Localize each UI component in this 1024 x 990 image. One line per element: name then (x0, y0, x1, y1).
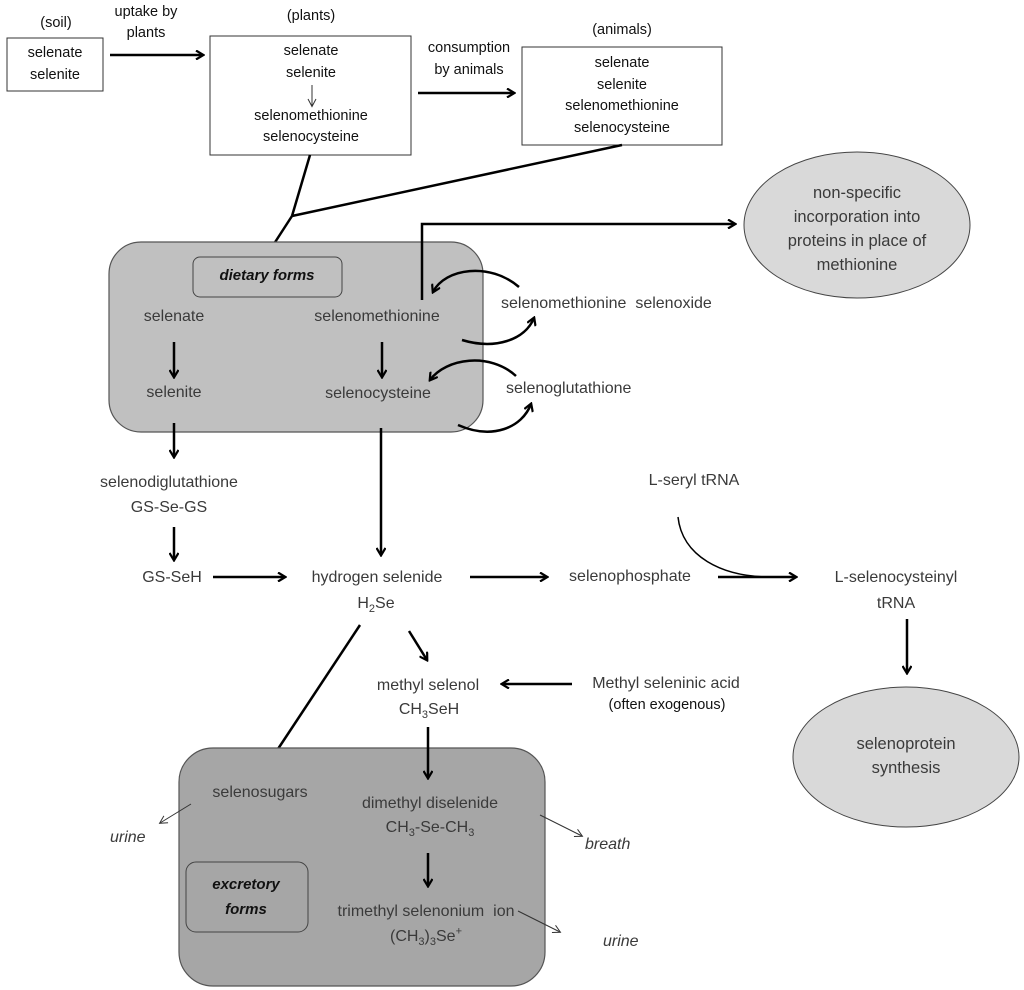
dietary-selenocysteine: selenocysteine (325, 385, 431, 402)
breath: breath (585, 836, 631, 853)
consumption-label-line1: consumption (427, 40, 511, 56)
l-seryl-trna: L-seryl tRNA (648, 472, 740, 489)
plants-item-selenomethionine: selenomethionine (254, 108, 368, 124)
animals-item-selenomethionine: selenomethionine (565, 98, 679, 114)
uptake-label-line2: plants (126, 25, 166, 41)
ch3seh-part: CH (398, 701, 422, 718)
plants-box (209, 35, 412, 156)
urine-right: urine (603, 933, 639, 950)
plants-to-dietary-line (290, 154, 312, 217)
trimethyl-selenonium-ion: trimethyl selenonium ion (337, 903, 515, 920)
h2se-sub: 2 (368, 603, 376, 616)
dmds-sub: 3 (468, 827, 475, 840)
dietary-selenomethionine: selenomethionine (314, 308, 440, 325)
methyl-selenol: methyl selenol (376, 677, 480, 694)
dmds-part: CH (385, 819, 409, 836)
trna: tRNA (876, 595, 916, 612)
selenoxide-forward-arrow (461, 318, 534, 346)
animals-item-selenate: selenate (594, 55, 650, 71)
selenoprotein-line1: selenoprotein (856, 735, 956, 753)
tmse-sup: + (455, 925, 463, 938)
urine-left: urine (110, 829, 146, 846)
soil-item-selenate: selenate (27, 45, 83, 61)
hydrogen-selenide: hydrogen selenide (311, 569, 443, 586)
tmse-sub: 3 (418, 936, 425, 949)
selenomethionine-selenoxide: selenomethionine selenoxide (501, 295, 712, 312)
selenoxide-return-arrow (433, 269, 520, 292)
l-selenocysteinyl: L-selenocysteinyl (834, 569, 958, 586)
excretory-forms-title: excretory forms (212, 872, 280, 922)
h2se-part: Se (375, 595, 395, 612)
nonspecific-line1: non-specific (812, 184, 902, 202)
excretory-title-line1: excretory (212, 876, 280, 893)
selenoglutathione-return-arrow (430, 359, 517, 380)
plants-item-selenite: selenite (286, 65, 336, 81)
tmse-formula: (CH3)3Se+ (389, 925, 463, 949)
dietary-forms-label-box (192, 256, 343, 298)
consumption-label-line2: by animals (434, 62, 504, 78)
dmds-part: -Se-CH (414, 819, 469, 836)
dimethyl-diselenide: dimethyl diselenide (361, 795, 499, 812)
plants-item-selenate: selenate (283, 43, 339, 59)
h2se-to-methylselenol-arrow (407, 630, 427, 660)
animals-item-selenite: selenite (597, 77, 647, 93)
gs-seh: GS-SeH (142, 569, 202, 586)
selenoprotein-line2: synthesis (871, 759, 941, 777)
ch3seh-sub: 3 (421, 709, 429, 722)
excretory-forms-label-box (185, 861, 309, 933)
ch3seh-formula: CH3SeH (398, 700, 460, 722)
tmse-sub: 3 (429, 936, 436, 949)
tmse-part: (CH (389, 928, 419, 945)
nonspecific-text: non-specific incorporation into proteins… (788, 181, 927, 277)
soil-item-selenite: selenite (30, 67, 80, 83)
animals-header: (animals) (592, 22, 652, 38)
dmds-sub: 3 (408, 827, 415, 840)
soil-box (6, 37, 104, 92)
h2se-part: H (357, 595, 369, 612)
dietary-forms-title: dietary forms (219, 267, 315, 284)
plants-header: (plants) (286, 8, 336, 24)
animals-item-selenocysteine: selenocysteine (574, 120, 670, 136)
methyl-seleninic-acid: Methyl seleninic acid (592, 675, 740, 692)
nonspecific-line3: proteins in place of (787, 232, 927, 250)
gs-se-gs: GS-Se-GS (130, 499, 208, 516)
nonspecific-line2: incorporation into (793, 208, 921, 226)
soil-header: (soil) (40, 15, 72, 31)
h2se-formula: H2Se (357, 594, 395, 616)
animals-to-dietary-line (291, 143, 623, 218)
excretory-title-line2: forms (225, 901, 267, 918)
nonspecific-line4: methionine (816, 256, 898, 274)
tmse-part: ) (424, 928, 430, 945)
dmds-to-breath-arrow (539, 814, 584, 837)
ch3seh-part: SeH (428, 701, 460, 718)
semet-to-nonspecific-arrow (420, 224, 735, 300)
nonspecific-incorporation-ellipse (743, 151, 971, 299)
plants-item-selenocysteine: selenocysteine (263, 129, 359, 145)
animals-box (521, 46, 723, 146)
selenoprotein-synthesis-ellipse (792, 686, 1020, 828)
selenosugars-to-urine-arrow (158, 803, 192, 824)
selenophosphate: selenophosphate (569, 568, 691, 585)
selenoprotein-text: selenoprotein synthesis (856, 732, 955, 780)
tmse-to-urine-arrow (517, 910, 562, 933)
selenodiglutathione: selenodiglutathione (100, 474, 238, 491)
selenosugars: selenosugars (212, 784, 308, 801)
seryl-trna-curve (677, 516, 776, 578)
tmse-part: Se (436, 928, 456, 945)
often-exogenous: (often exogenous) (608, 697, 726, 713)
dietary-selenite: selenite (146, 384, 202, 401)
dmds-formula: CH3-Se-CH3 (385, 818, 475, 840)
dietary-selenate: selenate (143, 308, 205, 325)
h2se-to-selenosugars-arrow (272, 624, 362, 758)
selenoglutathione-forward-arrow (457, 404, 531, 433)
uptake-label-line1: uptake by (114, 4, 178, 20)
selenoglutathione: selenoglutathione (506, 380, 632, 397)
